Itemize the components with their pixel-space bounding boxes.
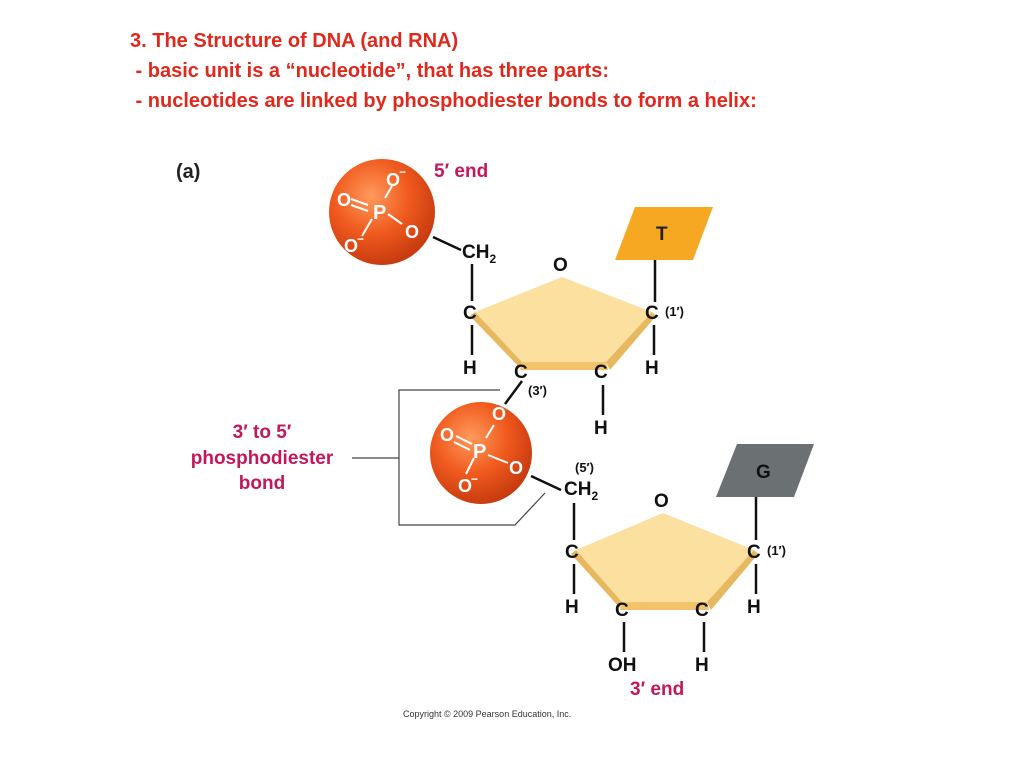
negative-charge: − xyxy=(357,232,364,246)
oxygen-atom: O xyxy=(337,190,351,210)
bridging-oxygen-5prime: O xyxy=(509,458,523,478)
carbon-4-prime: C xyxy=(565,542,579,563)
base-thymine xyxy=(615,207,713,260)
bond-line xyxy=(432,235,462,252)
slide-header: 3. The Structure of DNA (and RNA) - basi… xyxy=(130,26,757,116)
bond-label-line2: phosphodiester xyxy=(191,448,334,469)
ring-oxygen: O xyxy=(553,255,568,276)
phosphorus-atom: P xyxy=(473,441,486,463)
bridging-oxygen: O xyxy=(405,222,419,242)
panel-label: (a) xyxy=(176,161,200,183)
hydrogen-atom: H xyxy=(695,655,709,676)
phosphorus-atom: P xyxy=(373,202,386,224)
carbon-1-prime-label: (1′) xyxy=(767,543,786,558)
ch2-group: CH2 xyxy=(564,479,598,503)
ch2-group: CH2 xyxy=(462,242,496,266)
phosphate-group-linking: P O O O O − xyxy=(430,402,532,504)
carbon-5-prime-label: (5′) xyxy=(575,460,594,475)
oxygen-anion: O xyxy=(344,236,358,256)
bond-label-line3: bond xyxy=(239,473,285,494)
carbon-3-prime-label: (3′) xyxy=(528,383,547,398)
deoxyribose-sugar-bottom xyxy=(571,513,758,610)
bridging-oxygen-3prime: O xyxy=(492,404,506,424)
hydroxyl-3-prime: OH xyxy=(608,655,637,676)
carbon-1-prime-label: (1′) xyxy=(665,304,684,319)
bullet-nucleotide: - basic unit is a “nucleotide”, that has… xyxy=(130,60,609,82)
carbon-3-prime: C xyxy=(514,362,528,383)
carbon-2-prime: C xyxy=(594,362,608,383)
five-prime-end-label: 5′ end xyxy=(434,161,488,182)
carbon-1-prime: C xyxy=(645,303,659,324)
base-guanine xyxy=(716,444,814,497)
ring-oxygen: O xyxy=(654,491,669,512)
carbon-4-prime: C xyxy=(463,303,477,324)
base-thymine-label: T xyxy=(656,224,668,245)
bond-callout-bracket xyxy=(398,389,546,526)
hydrogen-atom: H xyxy=(747,597,761,618)
carbon-1-prime: C xyxy=(747,542,761,563)
negative-charge: − xyxy=(471,472,478,486)
oxygen-anion: O xyxy=(458,476,472,496)
bullet-phosphodiester: - nucleotides are linked by phosphodiest… xyxy=(130,90,757,112)
negative-charge: − xyxy=(399,165,406,179)
copyright-notice: Copyright © 2009 Pearson Education, Inc. xyxy=(403,709,571,719)
base-guanine-label: G xyxy=(756,462,771,483)
hydrogen-atom: H xyxy=(645,358,659,379)
oxygen-anion: O xyxy=(386,170,400,190)
hydrogen-atom: H xyxy=(565,597,579,618)
bond-line xyxy=(530,474,562,492)
carbon-2-prime: C xyxy=(695,600,709,621)
oxygen-atom: O xyxy=(440,425,454,445)
hydrogen-atom: H xyxy=(463,358,477,379)
slide-title: 3. The Structure of DNA (and RNA) xyxy=(130,30,459,52)
phosphate-group-top: P O O − O O − xyxy=(329,159,435,265)
bond-line xyxy=(503,380,524,405)
three-prime-end-label: 3′ end xyxy=(630,679,684,700)
carbon-3-prime: C xyxy=(615,600,629,621)
deoxyribose-sugar-top xyxy=(470,277,656,370)
bond-label-line1: 3′ to 5′ xyxy=(233,422,292,443)
hydrogen-atom: H xyxy=(594,418,608,439)
